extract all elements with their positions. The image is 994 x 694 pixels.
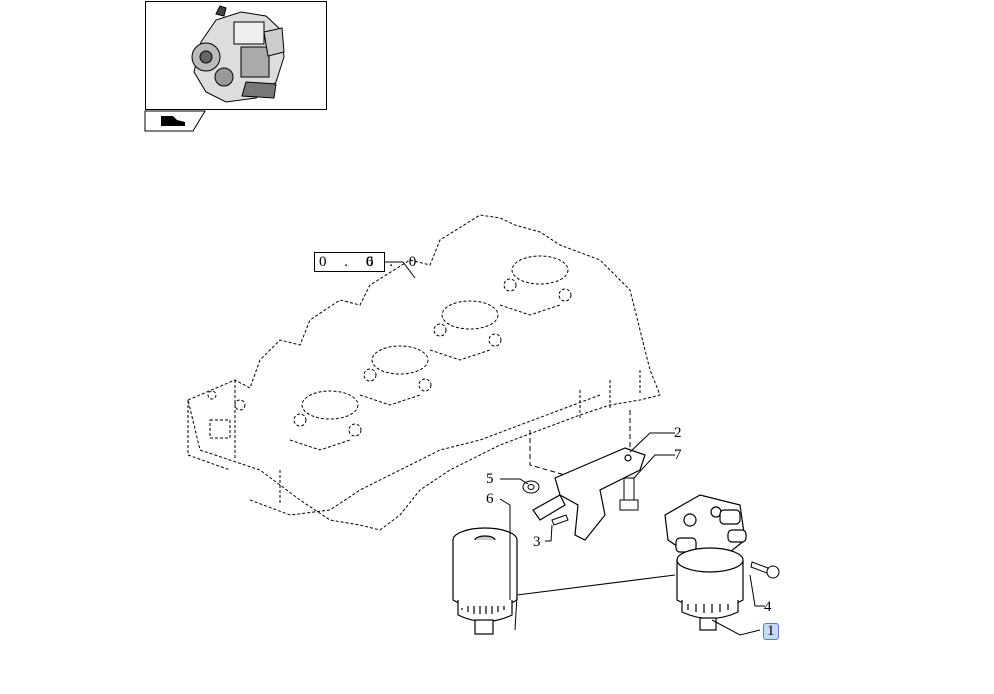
nut-5	[522, 480, 540, 494]
cylinder-head	[187, 214, 661, 531]
callout-7[interactable]: 7	[674, 447, 682, 463]
callout-6[interactable]: 6	[486, 491, 494, 507]
filter-element-6	[452, 527, 518, 635]
callout-3[interactable]: 3	[533, 534, 541, 550]
callout-5[interactable]: 5	[486, 471, 494, 487]
reference-code-box[interactable]: 0 . 0	[314, 252, 386, 272]
reference-suffix: 6 . 0	[366, 254, 423, 270]
engine-thumbnail[interactable]	[145, 1, 327, 110]
bracket	[532, 447, 646, 541]
screw-3	[551, 514, 569, 526]
filter-assembly-1	[664, 494, 747, 631]
page-nav-tab[interactable]	[143, 110, 207, 132]
callout-4[interactable]: 4	[764, 599, 772, 615]
reference-code: 0 . 0	[319, 253, 381, 270]
callout-2[interactable]: 2	[674, 425, 682, 441]
engine-icon	[191, 5, 285, 103]
callout-1[interactable]: 1	[763, 623, 779, 640]
bolt-7	[619, 477, 639, 511]
bolt-4	[750, 561, 780, 579]
page-nav-icon	[144, 110, 206, 132]
